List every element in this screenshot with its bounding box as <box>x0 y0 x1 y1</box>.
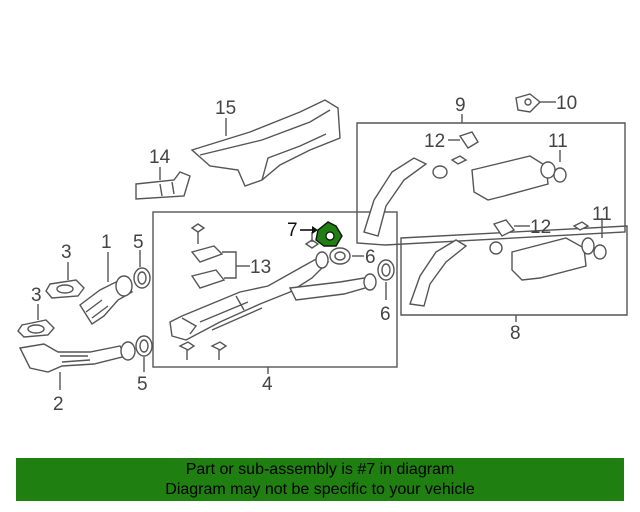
part-5-seal-upper <box>133 267 151 289</box>
box-part-4 <box>152 211 398 368</box>
label-11-upper: 11 <box>548 131 568 152</box>
label-14: 14 <box>149 147 171 168</box>
label-13: 13 <box>250 257 271 278</box>
label-10: 10 <box>556 93 577 114</box>
label-6-lower: 6 <box>380 304 391 325</box>
label-5-lower: 5 <box>137 374 148 395</box>
label-3-lower: 3 <box>31 285 42 306</box>
label-7: 7 <box>287 220 298 241</box>
part-6-clamp-upper <box>329 247 351 265</box>
part-6-clamp-lower <box>377 259 395 281</box>
bolts-box-4 <box>178 223 320 360</box>
label-3-upper: 3 <box>61 242 72 263</box>
banner-line-2: Diagram may not be specific to your vehi… <box>165 481 475 498</box>
label-2: 2 <box>53 394 64 415</box>
part-2-front-pipe <box>18 341 136 373</box>
part-3-gasket-lower <box>17 319 55 338</box>
part-10-hanger <box>515 93 542 113</box>
label-9: 9 <box>455 95 466 116</box>
label-1: 1 <box>101 232 112 253</box>
part-15-heat-shield <box>190 99 341 187</box>
label-11-lower: 11 <box>592 204 612 225</box>
label-12-lower: 12 <box>530 217 551 238</box>
part-4-intermediate-pipe <box>169 251 377 341</box>
exhaust-system-diagram: 15 14 3 3 1 5 2 5 <box>17 93 628 415</box>
banner-line-1: Part or sub-assembly is #7 in diagram <box>185 461 455 478</box>
label-5-upper: 5 <box>133 232 144 253</box>
part-5-seal-lower <box>135 335 153 357</box>
part-12-hanger-lower <box>492 219 590 237</box>
part-9-muffler-assembly <box>363 155 567 237</box>
info-banner: Part or sub-assembly is #7 in diagram Di… <box>16 458 624 501</box>
box-part-8 <box>400 225 628 316</box>
label-15: 15 <box>215 98 236 119</box>
label-4: 4 <box>262 374 273 395</box>
label-8: 8 <box>510 323 521 344</box>
box-part-9 <box>356 122 626 246</box>
part-13-brackets <box>190 245 250 289</box>
label-12-upper: 12 <box>424 131 445 152</box>
part-8-muffler-assembly <box>409 237 607 307</box>
part-3-gasket-upper <box>45 279 85 299</box>
part-14-bracket <box>135 171 191 200</box>
part-1-exhaust-manifold-pipe <box>79 275 133 325</box>
label-6-upper: 6 <box>365 247 376 268</box>
part-7-hanger-highlighted <box>315 221 343 247</box>
part-12-hanger-upper <box>450 131 479 165</box>
